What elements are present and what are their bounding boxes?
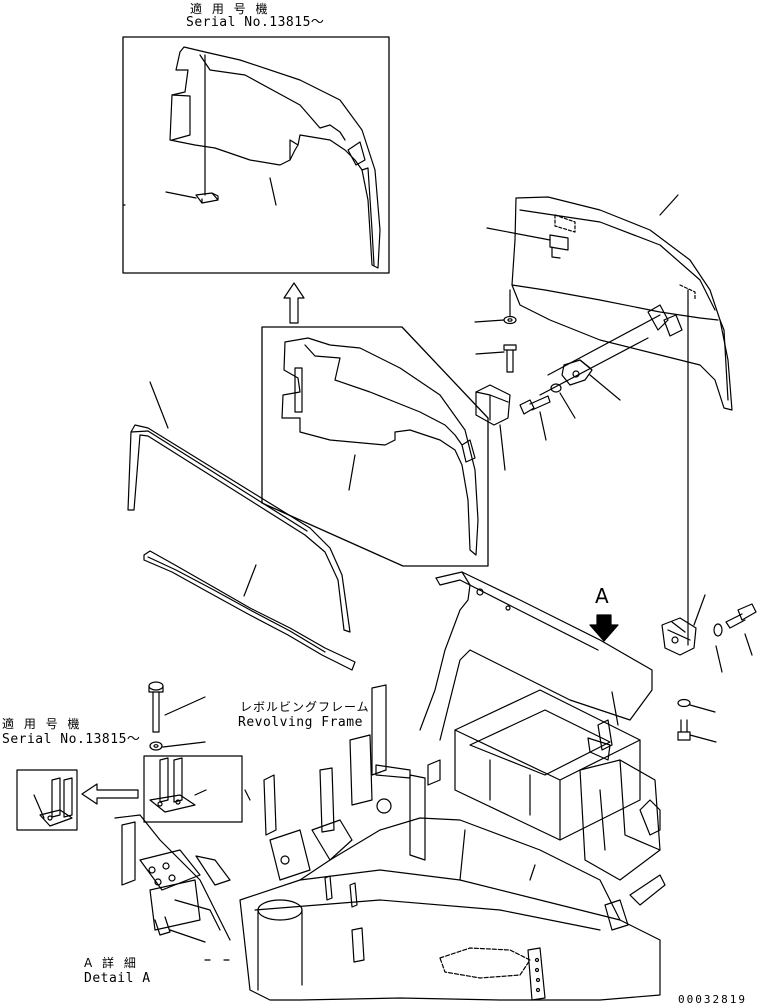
hinge-bolt — [519, 395, 551, 441]
detail-variant-box — [16, 769, 78, 831]
top-serial-en-label: Serial No.13815〜 — [186, 15, 325, 30]
top-inset-box — [122, 36, 390, 274]
detail-washer — [149, 741, 206, 751]
hood-hinge-socket — [647, 304, 683, 337]
seal-strip-upper — [127, 424, 351, 633]
insulation-panel-variant — [169, 46, 381, 269]
detail-bolt — [148, 681, 206, 733]
detail-bracket-box — [143, 755, 243, 823]
washer-top — [474, 289, 517, 325]
detail-a-en-label: Detail A — [84, 971, 151, 986]
hinge-washer — [550, 383, 576, 419]
up-arrow — [283, 282, 305, 324]
bolt-right — [725, 603, 757, 656]
pad-block — [195, 192, 219, 204]
drawing-number: 00032819 — [678, 993, 747, 1006]
engine-hood — [486, 194, 733, 646]
view-arrow-label: A — [595, 584, 610, 608]
left-serial-jp-label: 適 用 号 機 — [2, 717, 83, 731]
revolving-frame-jp-label: レボルビングフレーム — [240, 700, 370, 714]
bolt-top — [475, 344, 517, 373]
revolving-frame — [239, 571, 666, 1001]
hinge-plate — [539, 314, 661, 401]
middle-inset-box — [261, 326, 489, 567]
hood-bracket — [549, 234, 569, 259]
rubber-stopper — [475, 384, 511, 471]
left-arrow — [81, 783, 139, 805]
view-arrow — [589, 614, 619, 642]
washer-lower — [677, 698, 716, 713]
left-serial-en-label: Serial No.13815〜 — [2, 732, 141, 747]
detail-a-frame — [114, 814, 231, 943]
washer-right — [713, 623, 723, 673]
insulation-panel — [281, 337, 479, 556]
revolving-frame-en-label: Revolving Frame — [238, 715, 363, 730]
seal-strip-lower — [143, 550, 356, 671]
detail-a-jp-label: A 詳 細 — [84, 956, 139, 970]
lock-bracket — [661, 594, 706, 656]
top-serial-jp-label: 適 用 号 機 — [190, 2, 271, 16]
bolt-lower — [677, 719, 717, 743]
swing-boss — [257, 899, 303, 921]
